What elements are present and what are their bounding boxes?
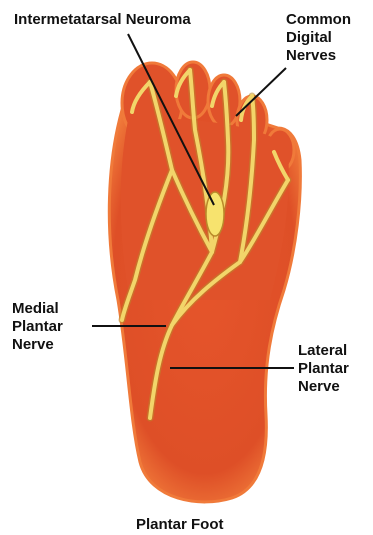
plantar-foot-caption: Plantar Foot (136, 516, 224, 534)
label-line: Medial (12, 300, 63, 318)
medial-plantar-nerve-label: Medial Plantar Nerve (12, 300, 63, 354)
label-line: Lateral (298, 342, 349, 360)
label-line: Nerve (12, 336, 63, 354)
lateral-plantar-nerve-label: Lateral Plantar Nerve (298, 342, 349, 396)
label-line: Digital (286, 29, 351, 47)
neuroma-swelling (206, 192, 224, 236)
intermetatarsal-neuroma-label: Intermetatarsal Neuroma (14, 11, 191, 29)
label-line: Intermetatarsal Neuroma (14, 11, 191, 29)
label-line: Plantar (12, 318, 63, 336)
label-line: Common (286, 11, 351, 29)
label-line: Plantar (298, 360, 349, 378)
label-line: Plantar Foot (136, 516, 224, 534)
label-line: Nerve (298, 378, 349, 396)
common-digital-nerves-label: Common Digital Nerves (286, 11, 351, 65)
label-line: Nerves (286, 47, 351, 65)
